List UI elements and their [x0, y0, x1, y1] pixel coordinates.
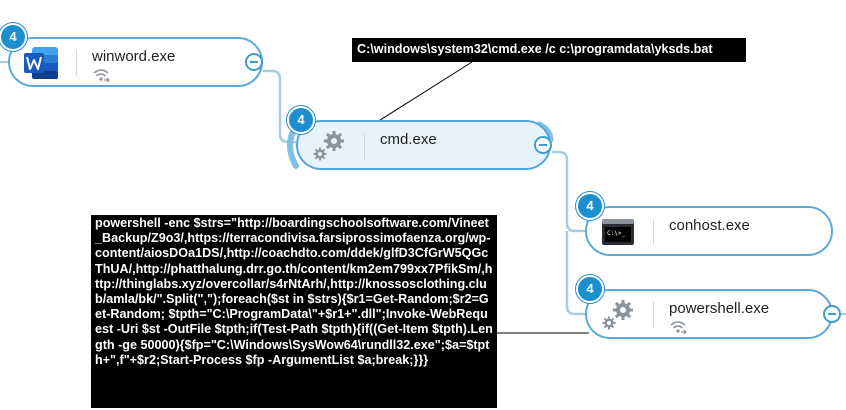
divider	[364, 133, 365, 159]
count-badge: 4	[576, 275, 604, 303]
network-activity-icon	[92, 68, 110, 83]
command-line-tooltip-powershell: powershell -enc $strs="http://boardingsc…	[91, 215, 497, 408]
collapse-button-powershell[interactable]	[823, 305, 841, 323]
process-node-cmd[interactable]: 4 cmd.exe	[287, 106, 551, 170]
network-activity-icon	[669, 320, 687, 335]
process-node-powershell[interactable]: 4 powershell.exe	[576, 275, 833, 339]
process-name: powershell.exe	[669, 300, 770, 317]
collapse-button-winword[interactable]	[245, 53, 263, 71]
count-badge: 4	[576, 192, 604, 220]
divider	[653, 219, 654, 245]
console-window-icon: C:\>_	[599, 214, 637, 250]
process-node-winword[interactable]: 4 winword.exe	[0, 23, 263, 87]
edge-cmd-powershell	[565, 231, 585, 316]
command-line-tooltip-cmd: C:\windows\system32\cmd.exe /c c:\progra…	[352, 38, 746, 62]
tooltip-leader-cmd	[365, 61, 473, 130]
gears-icon	[599, 297, 637, 333]
count-badge: 4	[0, 23, 27, 51]
process-node-conhost[interactable]: 4 C:\>_ conhost.exe	[576, 192, 833, 256]
divider	[76, 50, 77, 76]
word-logo-icon	[22, 45, 60, 81]
edge-cmd-conhost	[552, 150, 585, 233]
process-name: winword.exe	[92, 48, 176, 65]
divider	[653, 302, 654, 328]
edge-winword-cmd	[263, 69, 296, 144]
count-badge: 4	[287, 106, 315, 134]
process-name: conhost.exe	[669, 217, 750, 234]
collapse-button-cmd[interactable]	[534, 136, 552, 154]
gears-icon	[310, 128, 348, 164]
process-name: cmd.exe	[380, 131, 437, 148]
svg-text:C:\>_: C:\>_	[607, 230, 625, 237]
